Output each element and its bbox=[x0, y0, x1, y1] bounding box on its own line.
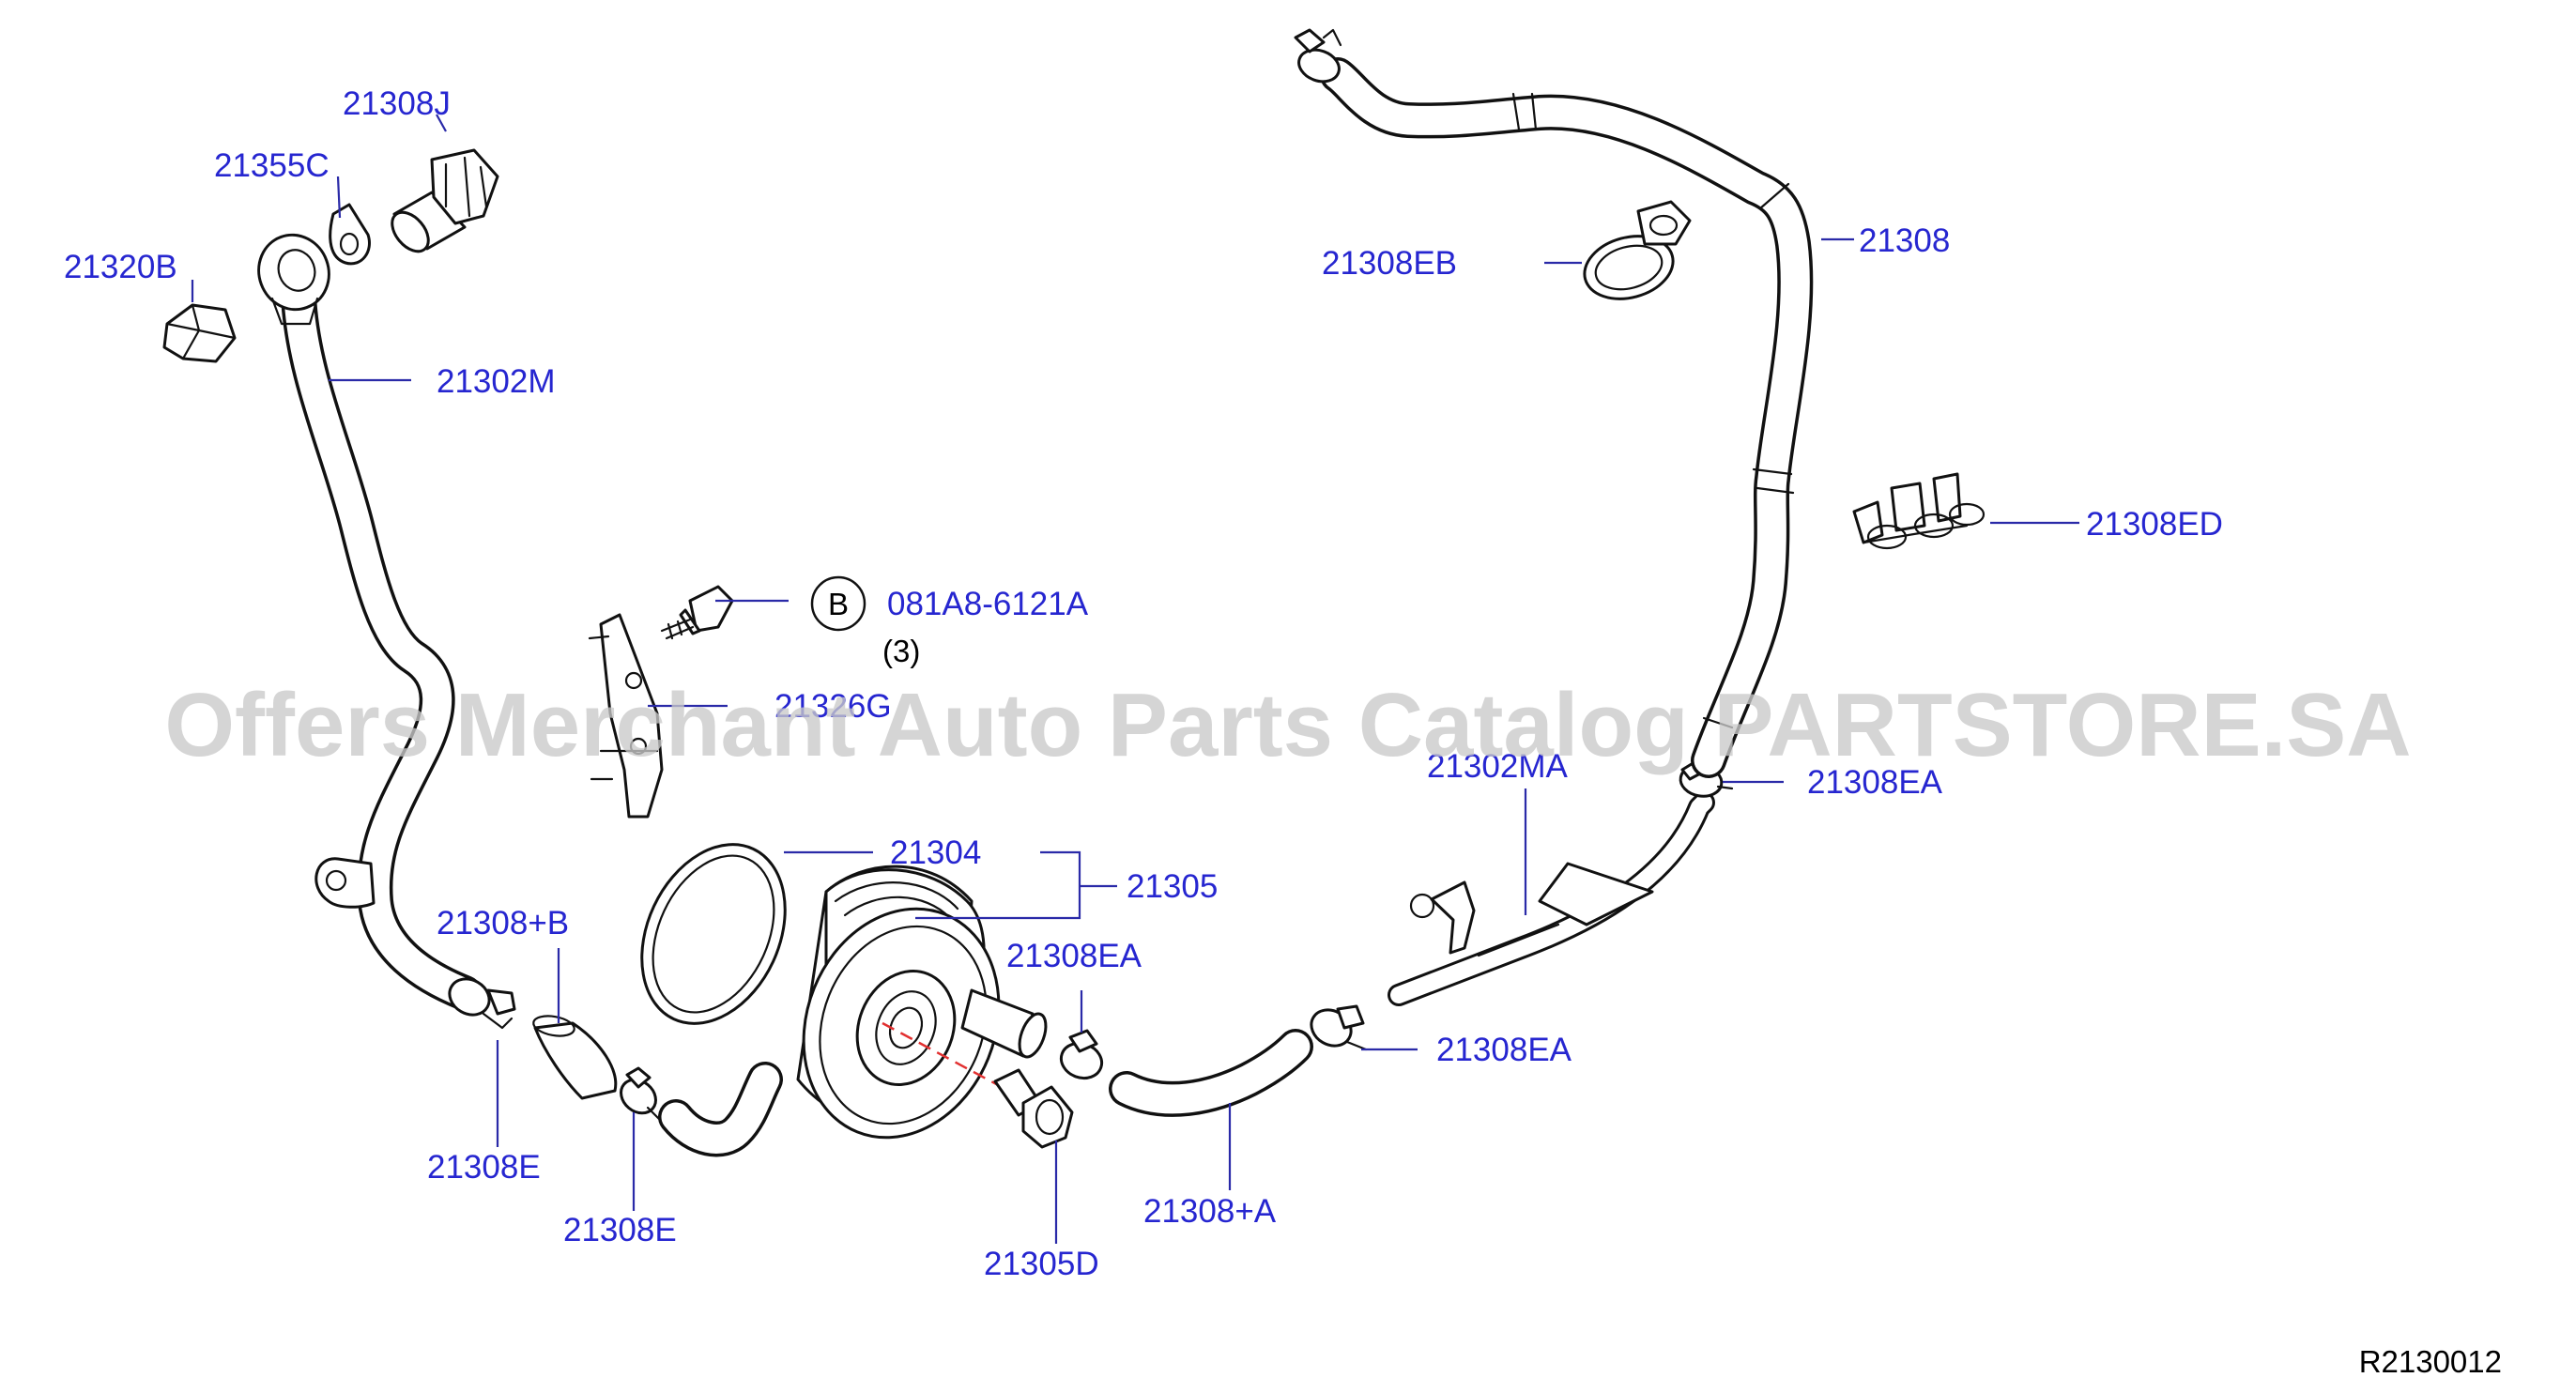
bolt-081a8 bbox=[660, 585, 734, 640]
washer-21355c bbox=[329, 203, 371, 266]
eye-fitting bbox=[257, 233, 330, 326]
oil-cooler-21305 bbox=[796, 865, 1048, 1140]
bolt-part-number: 081A8-6121A bbox=[887, 586, 1089, 622]
label-21302m: 21302M bbox=[437, 363, 555, 400]
label-21355c: 21355C bbox=[214, 147, 330, 184]
clip-21308ed bbox=[1852, 472, 1986, 550]
label-21305: 21305 bbox=[1127, 868, 1218, 905]
part-labels: 21308J 21355C 21320B 21302M 21326G 21304… bbox=[64, 85, 2223, 1282]
reference-code: R2130012 bbox=[2359, 1344, 2502, 1379]
circle-b-marker bbox=[810, 575, 866, 632]
clamp-21308e-middle bbox=[620, 1066, 678, 1124]
label-21302ma: 21302MA bbox=[1427, 748, 1568, 785]
leader-lines bbox=[191, 114, 2079, 1244]
hose-21308plusa bbox=[1109, 1029, 1313, 1117]
clamp-21308ea-pipe bbox=[1310, 1004, 1368, 1051]
clamp-21308-top bbox=[1294, 28, 1342, 84]
clamp-21308e-left bbox=[448, 977, 516, 1030]
label-21308: 21308 bbox=[1859, 222, 1950, 259]
label-21308j: 21308J bbox=[343, 85, 451, 122]
hose-21302m bbox=[281, 278, 483, 1011]
label-21320b: 21320B bbox=[64, 249, 177, 285]
bolt-ref-badge: B 081A8-6121A (3) bbox=[810, 575, 1089, 668]
nut-21320b bbox=[162, 303, 237, 363]
center-bolt-21305d bbox=[882, 1021, 1074, 1149]
label-21308ea-upper: 21308EA bbox=[1807, 764, 1943, 801]
label-21308e-left: 21308E bbox=[427, 1149, 541, 1186]
elbow-pipe bbox=[658, 1062, 783, 1157]
clamp-21308eb bbox=[1583, 200, 1692, 300]
short-hose-21308plusb bbox=[532, 1015, 618, 1100]
circle-letter: B bbox=[828, 587, 849, 621]
label-21304: 21304 bbox=[890, 834, 981, 871]
bolt-quantity: (3) bbox=[882, 634, 920, 668]
pipe-21302ma bbox=[1388, 791, 1715, 1006]
label-21305d: 21305D bbox=[984, 1246, 1099, 1282]
label-21308ed: 21308ED bbox=[2086, 506, 2223, 543]
bracket-21326g bbox=[588, 613, 664, 819]
label-21308plusb: 21308+B bbox=[437, 905, 569, 941]
banjo-bolt-21308j bbox=[391, 148, 499, 253]
o-ring-21304 bbox=[640, 843, 787, 1025]
label-21308eb: 21308EB bbox=[1322, 245, 1457, 282]
hose-21308 bbox=[1320, 57, 1814, 778]
clamp-21308ea-cooler bbox=[1059, 1029, 1104, 1080]
label-21326g: 21326G bbox=[774, 688, 892, 725]
watermark: Offers Merchant Auto Parts Catalog PARTS… bbox=[164, 675, 2411, 775]
label-21308plusa: 21308+A bbox=[1143, 1193, 1277, 1230]
label-21308e-middle: 21308E bbox=[563, 1212, 677, 1248]
label-21308ea-cooler: 21308EA bbox=[1006, 938, 1142, 974]
label-21308ea-pipe: 21308EA bbox=[1436, 1032, 1572, 1068]
